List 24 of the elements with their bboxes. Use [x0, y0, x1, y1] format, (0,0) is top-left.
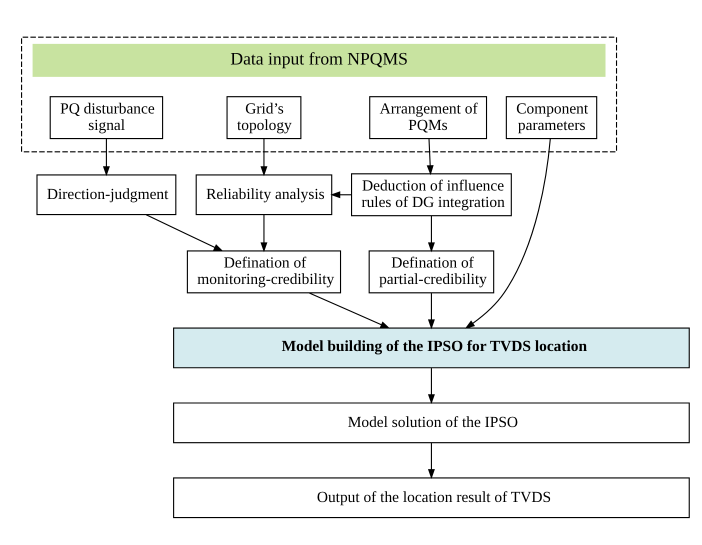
node-box: Component parameters [506, 96, 598, 139]
arrow [309, 292, 390, 328]
node-box: Grid’s topology [226, 96, 302, 139]
arrow [260, 214, 268, 252]
arrow [330, 190, 352, 198]
node-box: Deduction of influence rules of DG integration [351, 172, 512, 216]
node-box: Model solution of the IPSO [173, 402, 690, 443]
arrow [102, 138, 110, 176]
arrow [428, 368, 435, 404]
arrow [428, 215, 435, 252]
node-box: Model building of the IPSO for TVDS location [173, 327, 690, 368]
arrow [426, 138, 434, 175]
node-box: Direction-judgment [36, 174, 176, 215]
node-box: Arrangement of PQMs [369, 96, 488, 139]
arrow [464, 138, 551, 328]
arrow [146, 214, 224, 252]
arrow [428, 292, 435, 329]
node-box: Defination of monitoring-credibility [186, 250, 342, 293]
node-box: Reliability analysis [196, 174, 332, 215]
node-box: Defination of partial-credibility [368, 250, 494, 293]
node-box: Output of the location result of TVDS [173, 476, 690, 518]
node-box: PQ disturbance signal [50, 96, 164, 139]
arrow [428, 442, 435, 479]
arrow [260, 138, 268, 176]
